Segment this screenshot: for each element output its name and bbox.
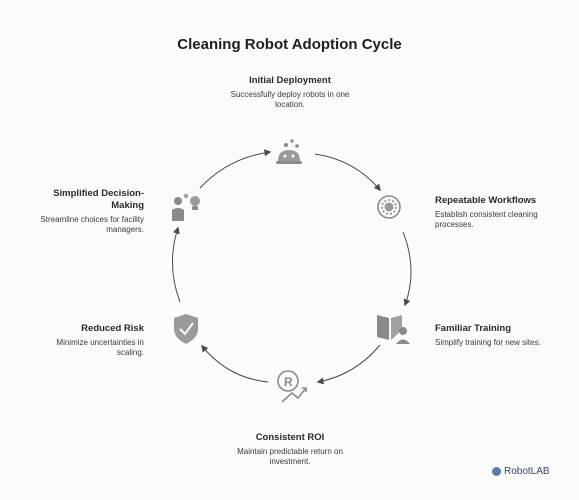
logo-text: RobotLAB xyxy=(504,466,550,477)
robot-icon xyxy=(276,139,302,164)
node-reduced-risk: Reduced Risk Minimize uncertainties in s… xyxy=(40,323,144,358)
roi-icon: R xyxy=(277,370,307,403)
book-user-icon xyxy=(377,315,410,344)
node-title: Repeatable Workflows xyxy=(435,195,537,206)
robotlab-logo: RobotLAB xyxy=(492,466,550,477)
arrow-decision-to-deployment xyxy=(199,149,272,189)
node-title: Reduced Risk xyxy=(81,323,144,334)
node-repeatable-workflows: Repeatable Workflows Establish consisten… xyxy=(435,195,560,230)
person-lightbulb-icon xyxy=(172,193,200,221)
node-title: Familiar Training xyxy=(435,323,512,334)
node-description: Simplify training for new sites. xyxy=(435,338,541,347)
arrow-risk-to-decision xyxy=(171,226,181,303)
node-description: Establish consistent cleaning processes. xyxy=(435,210,538,229)
node-description: Minimize uncertainties in scaling. xyxy=(56,338,144,357)
arrow-roi-to-risk xyxy=(201,344,269,383)
node-description: Maintain predictable return on investmen… xyxy=(237,447,343,466)
node-title: Simplified Decision-Making xyxy=(53,188,144,211)
arrow-training-to-roi xyxy=(316,344,381,385)
node-consistent-roi: Consistent ROI Maintain predictable retu… xyxy=(218,432,362,467)
gear-cycle-icon xyxy=(377,195,401,219)
node-description: Streamline choices for facility managers… xyxy=(40,215,144,234)
node-initial-deployment: Initial Deployment Successfully deploy r… xyxy=(219,75,361,110)
arrow-workflows-to-training xyxy=(402,231,412,307)
diagram-title: Cleaning Robot Adoption Cycle xyxy=(177,36,402,53)
logo-mark-icon xyxy=(492,467,501,476)
node-simplified-decision-making: Simplified Decision-Making Streamline ch… xyxy=(24,188,144,235)
node-title: Consistent ROI xyxy=(255,432,325,443)
node-familiar-training: Familiar Training Simplify training for … xyxy=(435,323,545,348)
svg-text:R: R xyxy=(284,375,293,389)
shield-check-icon xyxy=(174,314,198,344)
node-description: Successfully deploy robots in one locati… xyxy=(230,90,350,109)
arrow-deployment-to-workflows xyxy=(314,153,381,192)
node-title: Initial Deployment xyxy=(249,75,331,86)
